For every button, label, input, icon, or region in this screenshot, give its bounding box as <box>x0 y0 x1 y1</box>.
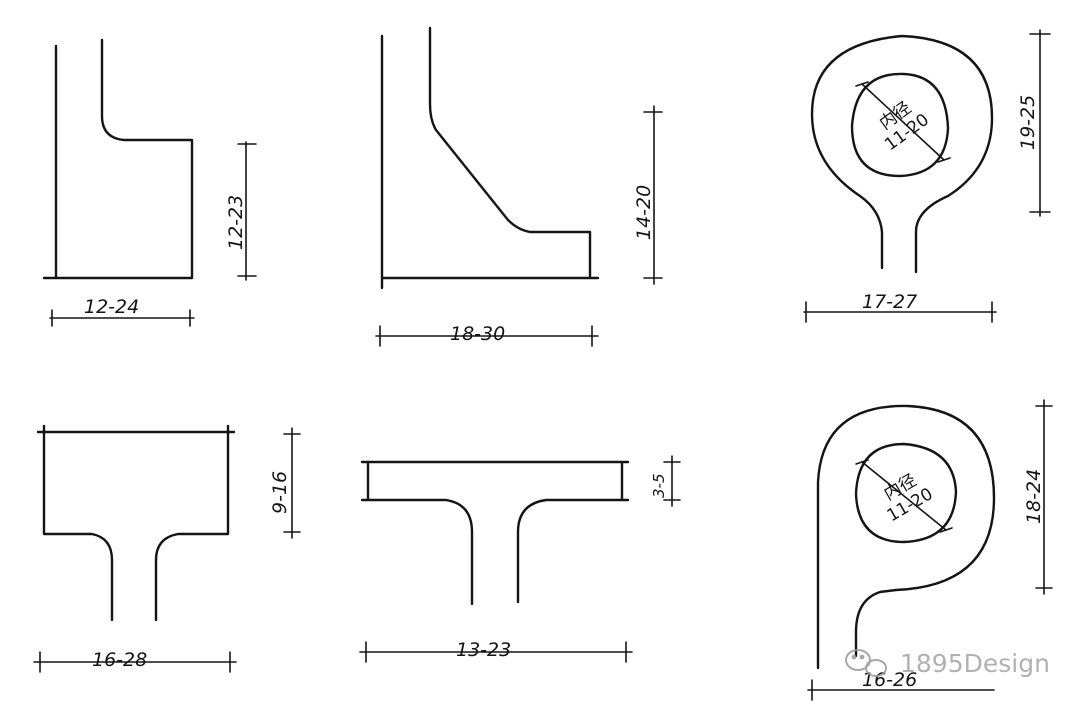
round-loop-height-label: 19-25 <box>1017 95 1039 150</box>
t-flat-width-dim: 13-23 <box>359 639 633 663</box>
t-wide-width-dim: 16-28 <box>33 649 237 673</box>
chamfer-bracket-height-label: 14-20 <box>633 185 655 240</box>
figure-round-loop: 内径 11-20 17-27 19-25 <box>803 29 1051 323</box>
watermark-text: 1895Design <box>900 649 1050 678</box>
spiral-loop-height-dim: 18-24 <box>1023 399 1053 595</box>
chamfer-bracket-outline <box>380 26 600 290</box>
chamfer-bracket-width-label: 18-30 <box>450 323 505 345</box>
t-wide-height-label: 9-16 <box>269 471 291 514</box>
l-bracket-width-dim: 12-24 <box>49 296 195 327</box>
wechat-icon <box>845 649 887 677</box>
chamfer-bracket-height-dim: 14-20 <box>633 105 663 285</box>
spiral-loop-inner-label: 内径 11-20 <box>881 471 937 527</box>
round-loop-width-dim: 17-27 <box>803 291 997 323</box>
figure-t-flat: 13-23 3-5 <box>359 455 681 663</box>
t-wide-height-dim: 9-16 <box>269 427 301 539</box>
figure-spiral-loop: 内径 11-20 16-26 18-24 <box>807 399 1053 701</box>
figure-chamfer-bracket: 18-30 14-20 <box>375 26 663 347</box>
t-wide-width-label: 16-28 <box>92 649 147 671</box>
t-flat-height-dim: 3-5 <box>650 455 681 507</box>
t-flat-outline <box>360 460 630 606</box>
spiral-loop-width-dim: 16-26 <box>807 669 995 701</box>
round-loop-inner <box>850 72 950 178</box>
round-loop-outer <box>810 34 994 274</box>
spiral-loop-height-label: 18-24 <box>1023 469 1045 524</box>
watermark: 1895Design <box>845 649 1050 678</box>
round-loop-width-label: 17-27 <box>862 291 917 313</box>
spiral-loop-outer <box>816 404 996 670</box>
l-bracket-outline <box>42 38 194 280</box>
t-flat-height-label: 3-5 <box>650 474 668 499</box>
spiral-loop-inner-diameter-line <box>861 461 947 531</box>
round-loop-height-dim: 19-25 <box>1017 29 1051 217</box>
round-loop-inner-diameter-line <box>861 83 945 161</box>
t-wide-outline <box>36 424 236 622</box>
chamfer-bracket-width-dim: 18-30 <box>375 323 599 347</box>
l-bracket-height-label: 12-23 <box>225 195 247 250</box>
spiral-loop-inner <box>854 442 958 544</box>
t-flat-width-label: 13-23 <box>456 639 511 661</box>
l-bracket-height-dim: 12-23 <box>225 141 257 281</box>
figure-l-bracket: 12-24 12-23 <box>42 38 257 327</box>
spiral-loop-width-label: 16-26 <box>862 669 917 691</box>
round-loop-inner-label: 内径 11-20 <box>876 98 933 155</box>
l-bracket-width-label: 12-24 <box>84 296 139 318</box>
figure-t-wide: 16-28 9-16 <box>33 424 301 673</box>
